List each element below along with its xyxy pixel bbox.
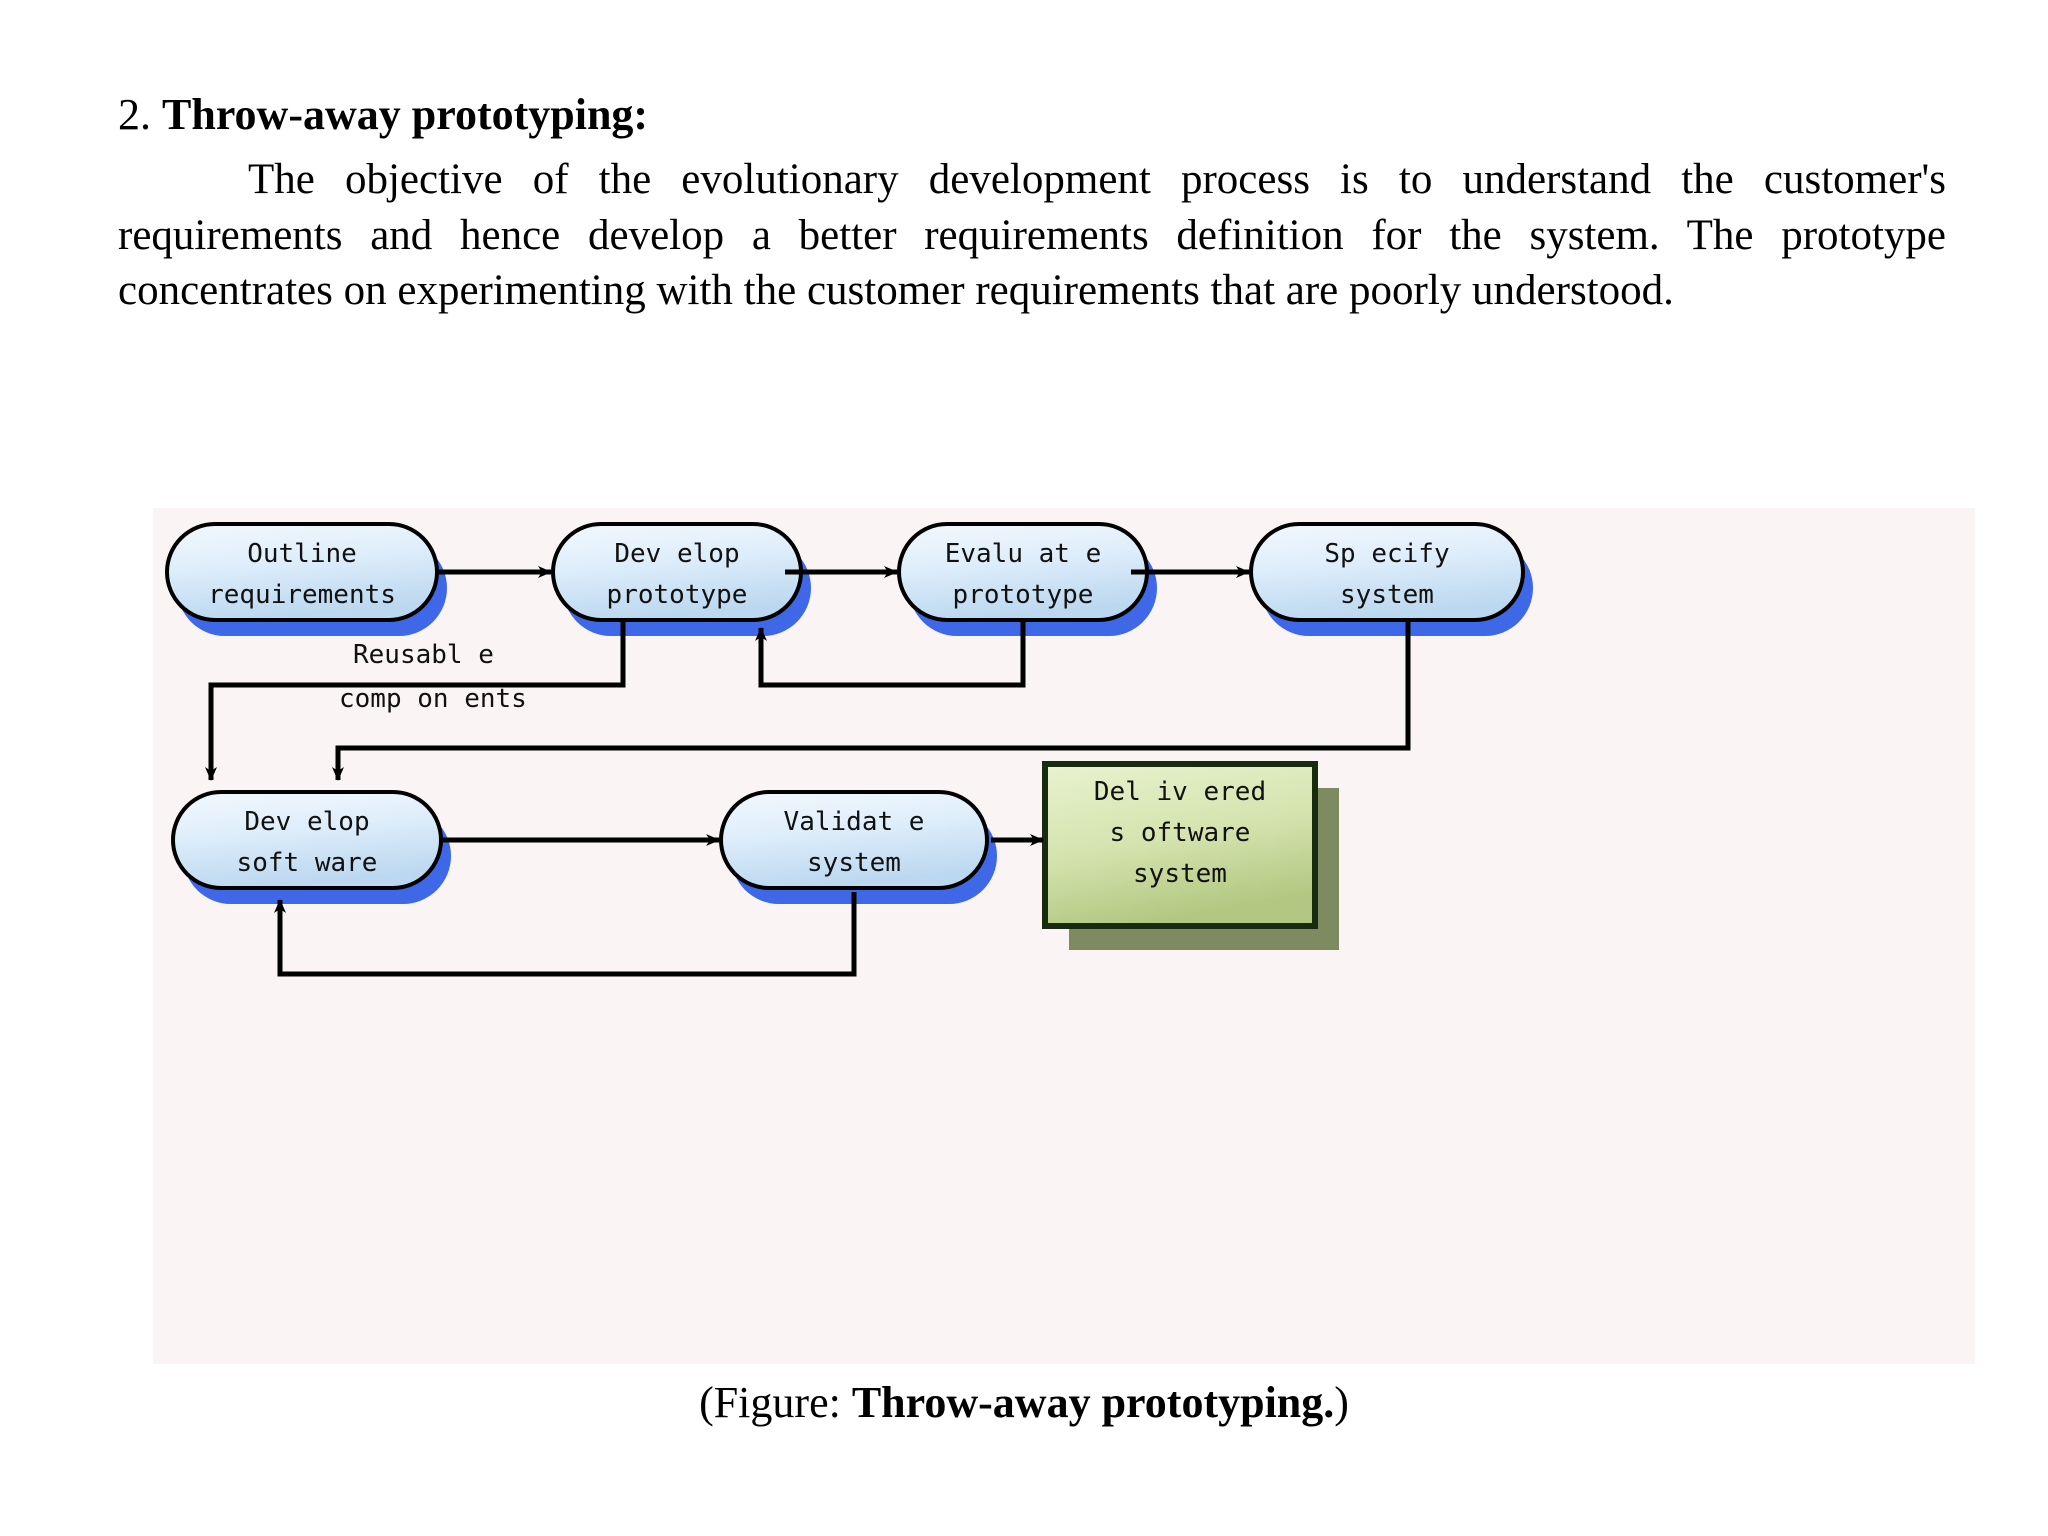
edge-label-line1: Reusabl e xyxy=(353,640,494,670)
node-label-line1: Evalu at e xyxy=(945,539,1102,569)
figure-diagram-panel: Outline requirements Dev elop prototype … xyxy=(153,508,1975,1364)
node-label-line2: prototype xyxy=(953,580,1094,610)
node-validate-system[interactable]: Validat e system xyxy=(719,790,997,904)
node-body xyxy=(719,790,989,890)
node-develop-prototype[interactable]: Dev elop prototype xyxy=(551,522,811,636)
node-label-line1: Dev elop xyxy=(244,807,369,837)
node-specify-system[interactable]: Sp ecify system xyxy=(1249,522,1533,636)
node-body xyxy=(171,790,443,890)
node-body xyxy=(1249,522,1525,622)
node-label-line1: Outline xyxy=(247,539,357,569)
edge-label-reusable-components: Reusabl e comp on ents xyxy=(339,640,527,714)
node-label-line1: Sp ecify xyxy=(1324,539,1449,569)
node-outline-requirements[interactable]: Outline requirements xyxy=(165,522,447,636)
node-label-line2: requirements xyxy=(208,580,396,610)
edge-validate-system-to-develop-software xyxy=(274,892,857,977)
edge-evaluate-prototype-to-develop-prototype xyxy=(755,622,1026,688)
page-title: 2. Throw-away prototyping: xyxy=(118,88,1948,142)
edge-develop-prototype-to-develop-software xyxy=(205,622,626,781)
node-label-line1: Validat e xyxy=(784,807,925,837)
caption-prefix: (Figure: xyxy=(699,1378,852,1427)
body-paragraph: The objective of the evolutionary develo… xyxy=(118,155,1946,315)
node-label-line2: prototype xyxy=(607,580,748,610)
caption-title: Throw-away prototyping. xyxy=(851,1378,1335,1427)
figure-caption: (Figure: Throw-away prototyping.) xyxy=(0,1378,2048,1429)
throwaway-prototyping-flowchart: Outline requirements Dev elop prototype … xyxy=(165,522,1533,977)
node-label-line2: s oftware xyxy=(1110,818,1251,848)
node-body xyxy=(1042,761,1318,929)
node-label-line2: soft ware xyxy=(237,848,378,878)
slide-text-block: 2. Throw-away prototyping: The objective… xyxy=(118,88,1948,319)
node-label-line1: Del iv ered xyxy=(1094,777,1266,807)
node-label-line2: system xyxy=(1340,580,1434,610)
node-label-line1: Dev elop xyxy=(614,539,739,569)
edge-specify-system-to-develop-software xyxy=(332,622,1411,781)
edge-label-line2: comp on ents xyxy=(339,684,527,714)
node-body xyxy=(165,522,439,622)
node-evaluate-prototype[interactable]: Evalu at e prototype xyxy=(897,522,1157,636)
caption-suffix: ) xyxy=(1334,1378,1349,1427)
heading-title: Throw-away prototyping: xyxy=(162,90,649,139)
node-label-line3: system xyxy=(1133,859,1227,889)
heading-number: 2. xyxy=(118,90,151,139)
node-develop-software[interactable]: Dev elop soft ware xyxy=(171,790,451,904)
node-label-line2: system xyxy=(807,848,901,878)
node-delivered-software-system[interactable]: Del iv ered s oftware system xyxy=(1042,761,1339,950)
